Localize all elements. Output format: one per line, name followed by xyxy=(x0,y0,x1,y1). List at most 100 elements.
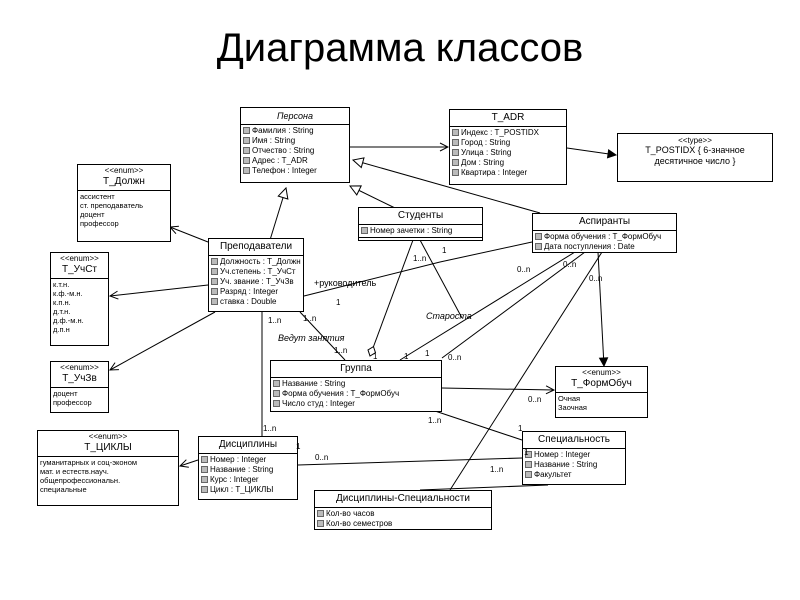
attr-text: Должность : T_Должн xyxy=(220,257,301,266)
class-t-uchst-name: T_УчСт xyxy=(61,264,98,275)
class-t-dolzhn-name: T_Должн xyxy=(103,176,145,187)
attr: Отчество : String xyxy=(243,146,347,156)
attr: Название : String xyxy=(201,465,295,475)
multiplicity: 1..n xyxy=(334,346,348,355)
multiplicity: 1..n xyxy=(413,254,427,263)
attribute-icon xyxy=(317,510,324,517)
attr: ставка : Double xyxy=(211,297,301,307)
attribute-icon xyxy=(211,288,218,295)
class-gruppa[interactable]: Группа Название : String Форма обучения … xyxy=(270,360,442,412)
class-t-postidx[interactable]: <<type>> T_POSTIDX { 6-значное десятично… xyxy=(617,133,773,182)
class-gruppa-name: Группа xyxy=(271,361,441,378)
attribute-icon xyxy=(452,159,459,166)
page-title: Диаграмма классов xyxy=(216,26,584,70)
enum-item: Заочная xyxy=(558,403,587,412)
class-t-dolzhn[interactable]: <<enum>>T_Должн ассистент ст. преподават… xyxy=(77,164,171,242)
enum-item: общепрофессиональн. xyxy=(40,476,121,485)
attr: Номер : Integer xyxy=(525,450,623,460)
class-aspiranty[interactable]: Аспиранты Форма обучения : T_ФормОбуч Да… xyxy=(532,213,677,253)
class-discipliny[interactable]: Дисциплины Номер : Integer Название : St… xyxy=(198,436,298,500)
attr: Курс : Integer xyxy=(201,475,295,485)
class-prepod[interactable]: Преподаватели Должность : T_Должн Уч.сте… xyxy=(208,238,304,312)
class-t-cikly-name: T_ЦИКЛЫ xyxy=(84,442,132,453)
attr: Факультет xyxy=(525,470,623,480)
enum-item: мат. и естеств.науч. xyxy=(40,467,109,476)
attribute-icon xyxy=(452,139,459,146)
class-t-formobuch-header: <<enum>>T_ФормОбуч xyxy=(556,367,647,393)
gen-aspiranty-persona xyxy=(353,160,541,214)
attr: Город : String xyxy=(452,138,564,148)
attribute-icon xyxy=(201,476,208,483)
multiplicity: 0..n xyxy=(517,265,531,274)
attr: Форма обучения : T_ФормОбуч xyxy=(535,232,674,242)
stereotype: <<enum>> xyxy=(60,254,99,263)
multiplicity: 1 xyxy=(518,424,523,433)
assoc-prepod-tuchst xyxy=(110,284,209,296)
class-t-adr-name: T_ADR xyxy=(450,110,566,127)
attribute-icon xyxy=(317,520,324,527)
multiplicity: 1 xyxy=(296,442,301,451)
attribute-icon xyxy=(211,258,218,265)
class-t-uchzv-header: <<enum>>T_УчЗв xyxy=(51,362,108,388)
attr: Должность : T_Должн xyxy=(211,257,301,267)
assoc-aspiranty-gruppa-2 xyxy=(441,251,586,359)
attribute-icon xyxy=(211,268,218,275)
attr-text: Уч.степень : T_УчСт xyxy=(220,267,296,276)
attr-text: Город : String xyxy=(461,138,511,147)
class-t-cikly[interactable]: <<enum>>T_ЦИКЛЫ гуманитарных и соц-эконо… xyxy=(37,430,179,506)
attr-text: Форма обучения : T_ФормОбуч xyxy=(544,232,662,241)
class-disc-spec[interactable]: Дисциплины-Специальности Кол-во часов Ко… xyxy=(314,490,492,530)
multiplicity: 1..n xyxy=(490,465,504,474)
class-t-dolzhn-header: <<enum>>T_Должн xyxy=(78,165,170,191)
assoc-aspiranty-spec xyxy=(449,251,603,491)
enum-item: доцент xyxy=(53,389,78,398)
attr: Телефон : Integer xyxy=(243,166,347,176)
attr: Цикл : T_ЦИКЛЫ xyxy=(201,485,295,495)
class-t-postidx-name: T_POSTIDX xyxy=(645,145,696,155)
attr-text: Цикл : T_ЦИКЛЫ xyxy=(210,485,274,494)
class-t-adr[interactable]: T_ADR Индекс : T_POSTIDX Город : String … xyxy=(449,109,567,185)
attr-text: Фамилия : String xyxy=(252,126,314,135)
multiplicity: 0..n xyxy=(448,353,462,362)
attr-text: Форма обучения : T_ФормОбуч xyxy=(282,389,400,398)
attr: Форма обучения : T_ФормОбуч xyxy=(273,389,439,399)
class-studenty[interactable]: Студенты Номер зачетки : String xyxy=(358,207,483,241)
enum-item: профессор xyxy=(53,398,92,407)
class-specialnost[interactable]: Специальность Номер : Integer Название :… xyxy=(522,431,626,485)
assoc-prepod-tuchzv xyxy=(110,311,216,370)
attr-text: Кол-во семестров xyxy=(326,519,393,528)
stereotype: <<enum>> xyxy=(88,432,128,441)
attribute-icon xyxy=(243,147,250,154)
enum-item: к.ф.-м.н. xyxy=(53,289,83,298)
assoc-aspiranty-tformobuch xyxy=(597,251,604,366)
enum-item: д.ф.-м.н. xyxy=(53,316,84,325)
class-specialnost-name: Специальность xyxy=(523,432,625,449)
assoc-aspiranty-gruppa-1 xyxy=(399,251,576,361)
multiplicity: 0..n xyxy=(589,274,603,283)
class-t-uchzv[interactable]: <<enum>>T_УчЗв доцент профессор xyxy=(50,361,109,413)
class-t-uchzv-name: T_УчЗв xyxy=(62,373,97,384)
class-t-formobuch[interactable]: <<enum>>T_ФормОбуч Очная Заочная xyxy=(555,366,648,418)
class-t-uchst-header: <<enum>>T_УчСт xyxy=(51,253,108,279)
attribute-icon xyxy=(273,390,280,397)
class-t-uchst[interactable]: <<enum>>T_УчСт к.т.н. к.ф.-м.н. к.п.н. д… xyxy=(50,252,109,346)
multiplicity: 0..n xyxy=(563,260,577,269)
attr: Номер зачетки : String xyxy=(361,226,480,236)
attribute-icon xyxy=(211,278,218,285)
attribute-icon xyxy=(211,298,218,305)
assoc-tadr-tpostidx xyxy=(566,147,616,155)
attribute-icon xyxy=(361,227,368,234)
class-persona[interactable]: Персона Фамилия : String Имя : String От… xyxy=(240,107,350,183)
multiplicity: 1..n xyxy=(268,316,282,325)
multiplicity: 1 xyxy=(524,448,529,457)
multiplicity: 1..n xyxy=(263,424,277,433)
attr-text: Квартира : Integer xyxy=(461,168,528,177)
attr-text: Курс : Integer xyxy=(210,475,259,484)
attr-text: Название : String xyxy=(534,460,598,469)
attr-text: Индекс : T_POSTIDX xyxy=(461,128,539,137)
class-t-formobuch-name: T_ФормОбуч xyxy=(571,378,632,389)
attribute-icon xyxy=(273,400,280,407)
class-t-postidx-header: <<type>> T_POSTIDX { 6-значное десятично… xyxy=(618,134,772,168)
assoc-label-vedut: Ведут занятия xyxy=(278,333,345,343)
